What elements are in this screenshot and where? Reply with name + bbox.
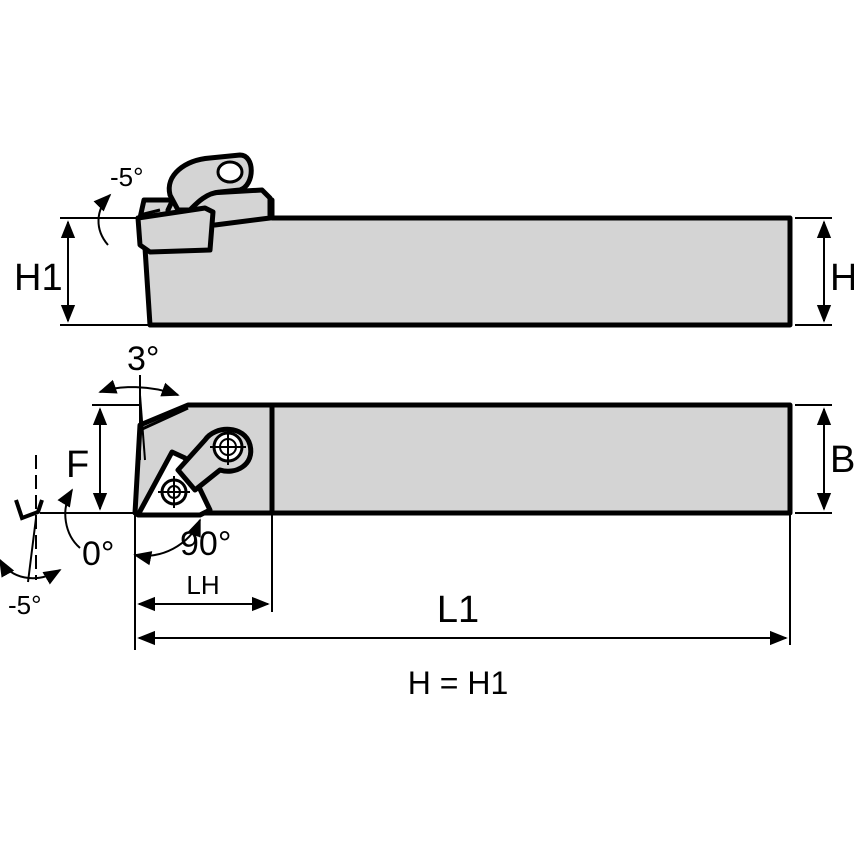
angle-bottom-label: -5° <box>8 590 42 620</box>
lh-label: LH <box>186 570 219 600</box>
side-view <box>135 152 793 328</box>
side-view-end-face <box>788 218 791 325</box>
b-label: B <box>830 439 854 481</box>
dim-lh: LH <box>137 570 270 612</box>
dim-b: B <box>795 404 854 514</box>
side-view-clamp-hole <box>216 160 244 184</box>
top-view-end-face <box>788 405 791 513</box>
dim-h: H <box>795 217 854 326</box>
side-view-insert <box>135 205 216 255</box>
top-view <box>132 402 793 518</box>
angle-top-annotation: -5° <box>93 162 144 246</box>
note-h-equals-h1: H = H1 <box>408 665 508 701</box>
angle-90-label: 90° <box>180 525 231 563</box>
angle-90-annotation: 90° <box>133 518 231 566</box>
mini-insert-profile <box>14 499 44 521</box>
top-view-clamp-screw <box>210 429 246 465</box>
angle-top-label: -5° <box>110 162 144 192</box>
side-view-rake-line <box>139 208 161 217</box>
top-view-chamfer <box>139 406 189 432</box>
f-label: F <box>66 444 89 486</box>
dim-h1: H1 <box>14 217 150 326</box>
dim-l1: L1 <box>137 589 788 646</box>
dim-f: F <box>66 404 140 511</box>
angle-bottom-annotation: -5° <box>0 455 62 620</box>
angle-0-label: 0° <box>82 535 115 573</box>
angle-3-annotation: 3° <box>98 340 180 461</box>
reference-lines <box>40 512 791 650</box>
h-label: H <box>830 257 854 299</box>
h1-label: H1 <box>14 257 63 299</box>
angle-0-annotation: 0° <box>57 488 115 573</box>
top-view-insert-screw <box>158 476 190 508</box>
angle-3-label: 3° <box>127 340 160 378</box>
top-view-shank <box>267 402 793 516</box>
l1-label: L1 <box>437 589 479 631</box>
